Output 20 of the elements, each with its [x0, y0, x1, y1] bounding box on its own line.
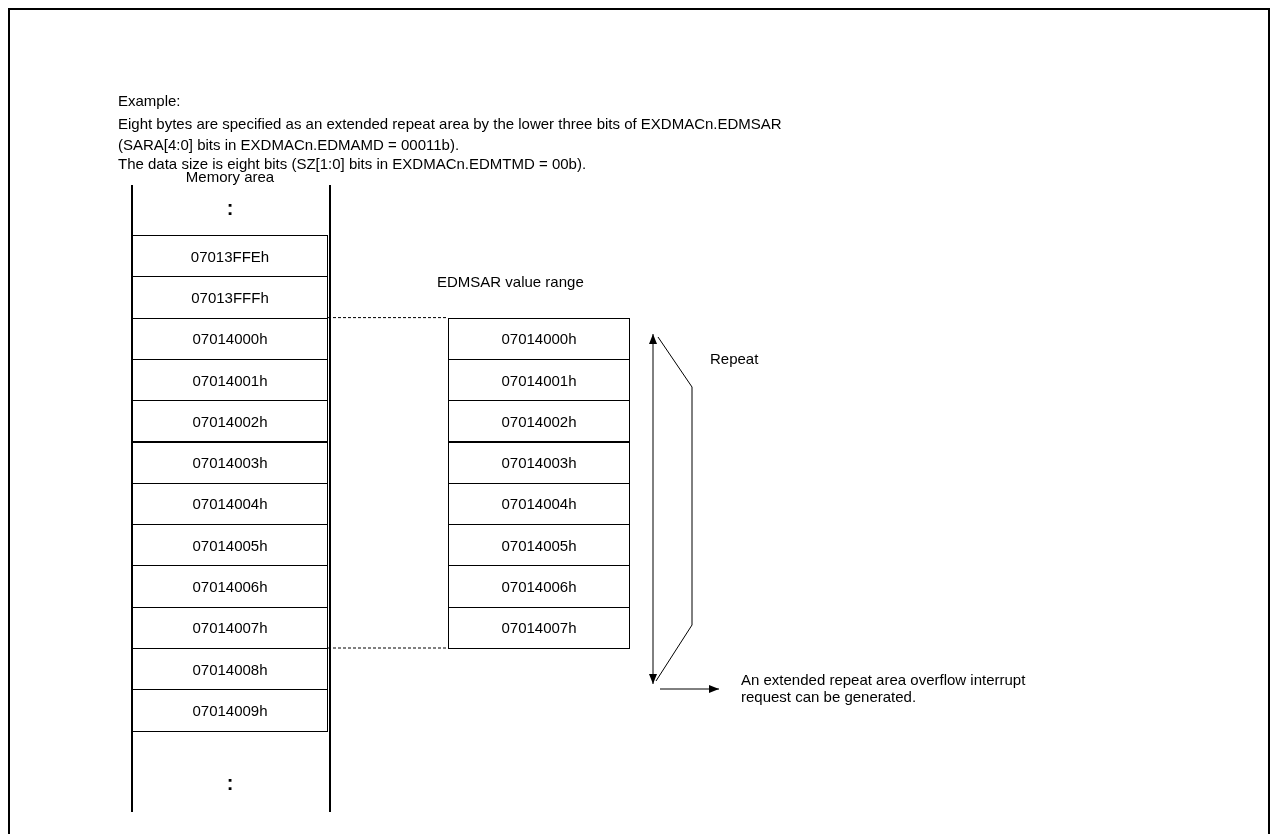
address-cell: 07014004h: [448, 482, 630, 526]
address-cell: 07014001h: [448, 358, 630, 402]
ellipsis: :: [225, 773, 235, 793]
note-text: An extended repeat area overflow interrupt request can be generated.: [741, 671, 1061, 705]
arrow-label: Repeat: [710, 350, 759, 367]
address-cell: 07014003h: [132, 441, 328, 484]
address-cell: 07014009h: [132, 689, 328, 732]
arrow: [659, 685, 720, 693]
column-heading: EDMSAR value range: [437, 273, 584, 290]
address-cell: 07014003h: [448, 441, 630, 484]
address-cell: 07014002h: [448, 400, 630, 443]
address-cell: 07013FFEh: [132, 235, 328, 278]
address-cell: 07014002h: [132, 400, 328, 443]
intro-text: Eight bytes are specified as an extended repeat area by the lower three bits of EXDMACn.EDMSAR (SARA[4:0] bits in EXDMACn.EDMAMD = 00011b).: [118, 114, 783, 155]
address-cell: 07014006h: [448, 565, 630, 608]
address-cell: 07014000h: [448, 317, 630, 360]
address-cell: 07014005h: [448, 524, 630, 567]
intro-text: Example:: [118, 92, 181, 109]
ellipsis: :: [225, 198, 235, 218]
address-cell: 07014007h: [448, 606, 630, 649]
